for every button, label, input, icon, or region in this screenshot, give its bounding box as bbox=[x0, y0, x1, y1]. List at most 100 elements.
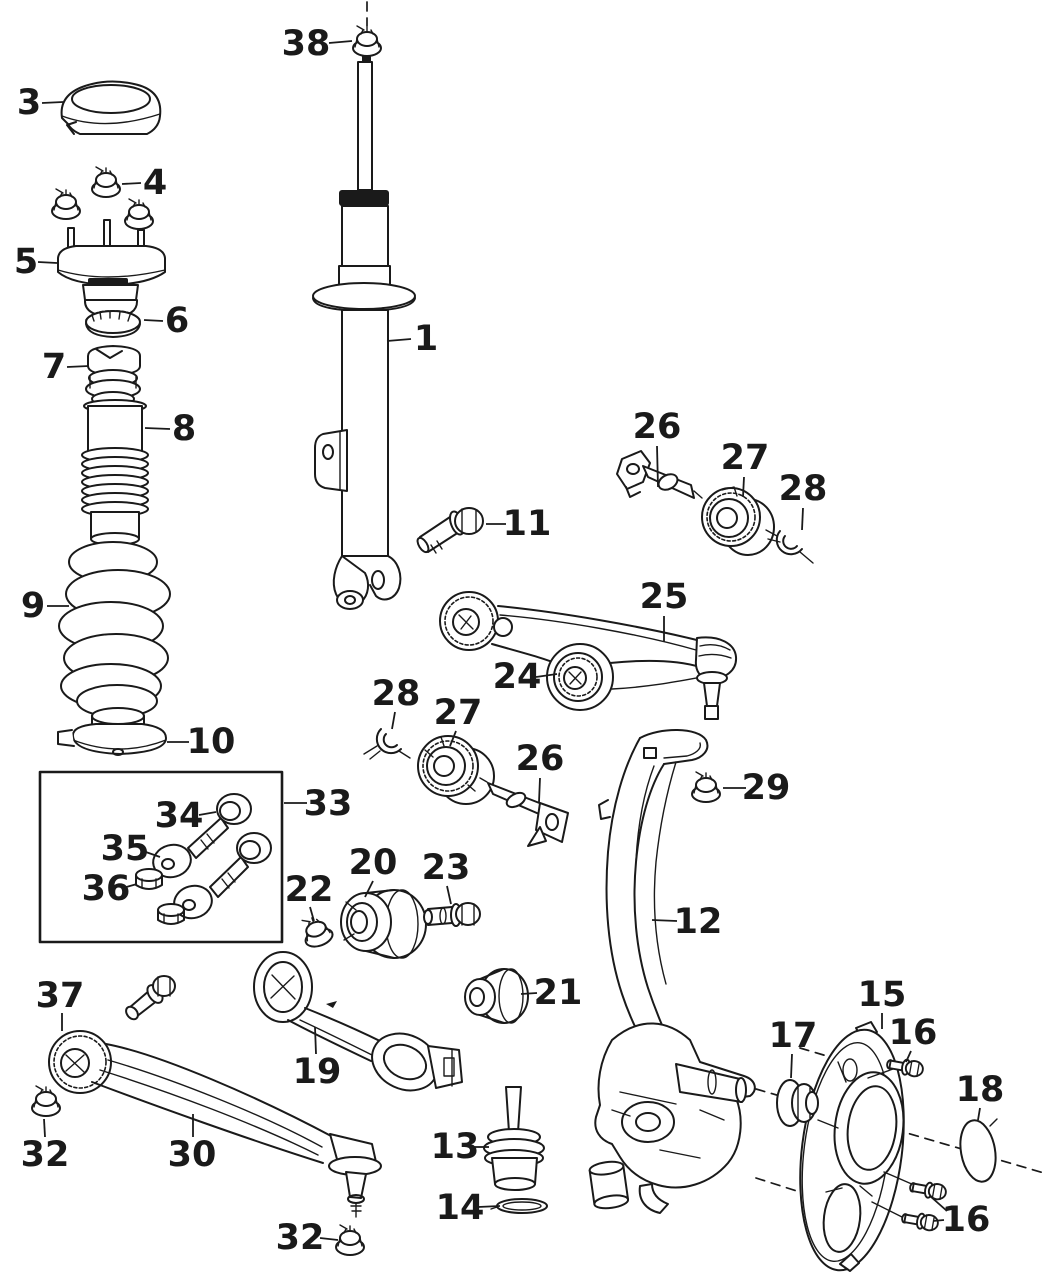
callout-label-6-4: 6 bbox=[165, 301, 189, 341]
callout-label-38-0: 38 bbox=[282, 24, 331, 64]
callout-label-36-24: 36 bbox=[82, 869, 131, 909]
callout-label-5-3: 5 bbox=[14, 242, 38, 282]
lca-bushing-21 bbox=[464, 968, 529, 1024]
callout-label-30-31: 30 bbox=[168, 1135, 217, 1175]
bearing bbox=[85, 310, 141, 338]
cam-bushing-27-mid bbox=[417, 735, 495, 805]
callout-label-21-28: 21 bbox=[534, 973, 583, 1013]
callout-label-33-21: 33 bbox=[304, 784, 353, 824]
mount-nut-right bbox=[124, 198, 154, 230]
callout-label-28-13: 28 bbox=[779, 469, 828, 509]
callout-leader-35-23 bbox=[142, 850, 161, 858]
callout-label-22-25: 22 bbox=[285, 870, 334, 910]
callout-label-4-2: 4 bbox=[143, 163, 167, 203]
lower-control-arm-30 bbox=[48, 1030, 382, 1218]
callout-label-13-34: 13 bbox=[431, 1127, 480, 1167]
dust-cap-18 bbox=[959, 1118, 998, 1183]
callout-label-3-1: 3 bbox=[17, 83, 41, 123]
callout-leader-23-27 bbox=[446, 885, 452, 905]
callout-leader-5-3 bbox=[37, 261, 58, 264]
shield-bolt-16-mid bbox=[883, 1171, 949, 1202]
spring-seat bbox=[57, 707, 167, 756]
uca-bushing-24 bbox=[553, 652, 603, 702]
strut-arm-nut-22 bbox=[297, 911, 336, 951]
callout-leader-6-4 bbox=[143, 319, 164, 322]
callout-label-19-29: 19 bbox=[293, 1052, 342, 1092]
callout-label-16-40: 16 bbox=[942, 1200, 991, 1240]
callout-label-27-17: 27 bbox=[434, 693, 483, 733]
cam-bolt-34a bbox=[187, 793, 252, 859]
hub-nut-17 bbox=[776, 1079, 819, 1127]
steering-knuckle-12 bbox=[588, 729, 756, 1214]
callout-label-23-27: 23 bbox=[422, 848, 471, 888]
callout-label-14-35: 14 bbox=[436, 1188, 485, 1228]
callout-leader-26-11 bbox=[656, 445, 659, 488]
callout-leader-22-25 bbox=[309, 906, 315, 922]
shield-bolt-16-bottom bbox=[871, 1201, 941, 1233]
shield-bolt-16-top bbox=[867, 1055, 926, 1079]
lca-nut-32-left bbox=[31, 1085, 61, 1117]
callout-label-29-19: 29 bbox=[742, 768, 791, 808]
callout-label-34-22: 34 bbox=[155, 796, 204, 836]
callout-label-1-9: 1 bbox=[414, 319, 438, 359]
callout-label-10-8: 10 bbox=[187, 722, 236, 762]
callout-label-12-20: 12 bbox=[674, 902, 723, 942]
callout-label-17-38: 17 bbox=[769, 1016, 818, 1056]
cam-nut-36a bbox=[135, 868, 163, 890]
callout-label-37-30: 37 bbox=[36, 976, 85, 1016]
mount-nut-left bbox=[51, 188, 81, 220]
jounce-bumper bbox=[85, 345, 141, 407]
splash-shield-15 bbox=[794, 1021, 905, 1272]
retainer-clip-28-top bbox=[765, 529, 814, 564]
callout-leader-27-17 bbox=[449, 730, 457, 747]
callout-leader-24-15 bbox=[535, 673, 558, 678]
callout-leader-19-29 bbox=[314, 1026, 317, 1055]
callout-label-24-15: 24 bbox=[493, 657, 542, 697]
callout-leader-32-33 bbox=[319, 1237, 339, 1241]
callout-label-32-32: 32 bbox=[21, 1135, 70, 1175]
lca-bolt-37 bbox=[125, 975, 176, 1021]
upper-mount-cap bbox=[60, 80, 162, 135]
callout-leader-17-38 bbox=[790, 1053, 793, 1079]
callout-label-32-33: 32 bbox=[276, 1218, 325, 1258]
callout-label-28-16: 28 bbox=[372, 674, 421, 714]
callout-label-26-11: 26 bbox=[633, 407, 682, 447]
callout-leader-21-28 bbox=[520, 992, 538, 995]
cam-bolt-34b bbox=[209, 832, 272, 898]
callout-leader-20-26 bbox=[364, 880, 374, 898]
callout-leader-36-24 bbox=[122, 883, 138, 889]
height-sensor-link-26-mid bbox=[479, 777, 569, 847]
callout-leader-18-39 bbox=[977, 1107, 981, 1121]
callout-label-11-10: 11 bbox=[503, 504, 552, 544]
callout-label-16-37: 16 bbox=[889, 1013, 938, 1053]
ball-joint-13 bbox=[483, 1086, 545, 1191]
callout-leader-38-0 bbox=[328, 40, 353, 44]
callout-leader-28-13 bbox=[801, 507, 804, 531]
callout-leader-8-6 bbox=[144, 427, 171, 430]
callout-label-18-39: 18 bbox=[956, 1070, 1005, 1110]
callout-leader-3-1 bbox=[41, 101, 64, 104]
strut-mount bbox=[57, 219, 166, 318]
callout-label-35-23: 35 bbox=[101, 829, 150, 869]
callout-label-8-6: 8 bbox=[172, 409, 196, 449]
callout-label-26-18: 26 bbox=[516, 739, 565, 779]
callout-leader-1-9 bbox=[386, 338, 412, 342]
callout-leader-7-5 bbox=[66, 365, 90, 368]
height-sensor-link-26-top bbox=[616, 450, 703, 499]
callout-leader-28-16 bbox=[391, 711, 396, 730]
callout-label-27-12: 27 bbox=[721, 438, 770, 478]
lca-bushing-20 bbox=[340, 889, 427, 959]
callout-label-15-36: 15 bbox=[858, 975, 907, 1015]
cam-nut-36b bbox=[157, 903, 185, 925]
callout-leader-4-2 bbox=[121, 182, 142, 185]
callout-label-7-5: 7 bbox=[42, 347, 66, 387]
coil-spring bbox=[58, 541, 171, 718]
knuckle-nut-29 bbox=[691, 771, 721, 803]
callout-leader-16-40 bbox=[932, 1219, 945, 1222]
callout-leader-12-20 bbox=[651, 919, 678, 922]
callout-leader-32-32 bbox=[43, 1118, 46, 1138]
callout-label-20-26: 20 bbox=[349, 843, 398, 883]
